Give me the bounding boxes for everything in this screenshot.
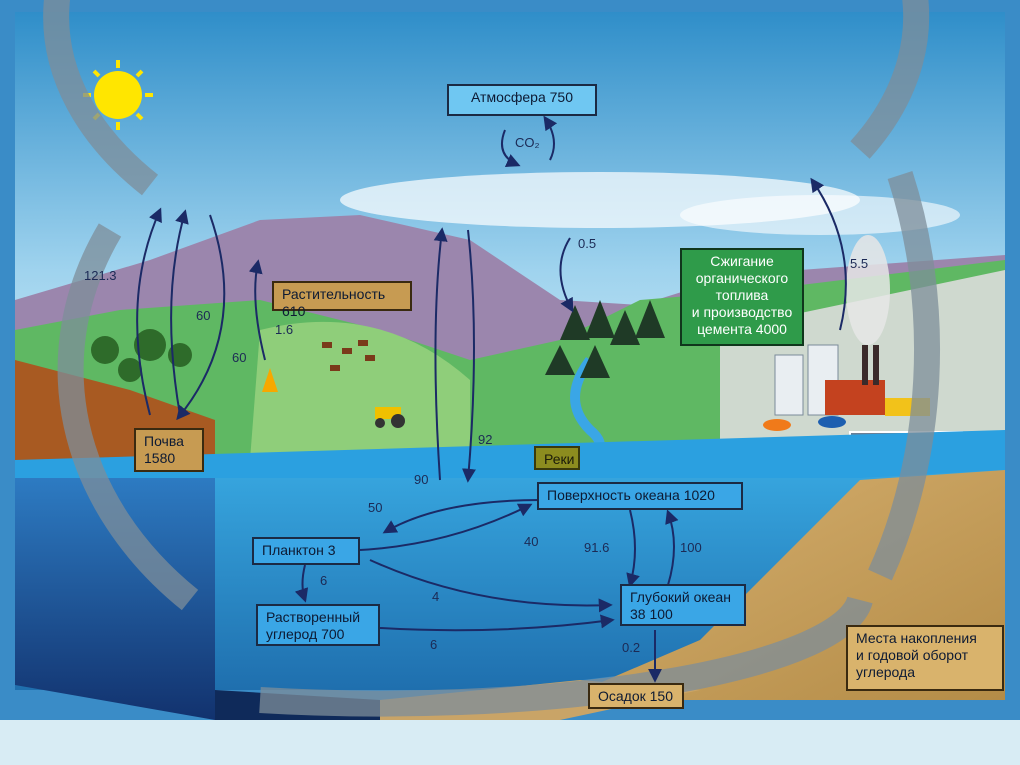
- arrow-plankton-dissolved: [294, 564, 309, 603]
- arrow-co2-left: [501, 129, 521, 167]
- flow-label: 6: [320, 573, 328, 588]
- flow-label: 90: [414, 472, 429, 487]
- deep-ocean-box: Глубокий океан 38 100: [620, 584, 746, 626]
- arrow-co2-right: [543, 115, 558, 161]
- flow-label: 0.5: [578, 236, 597, 251]
- flow-arrows: [136, 115, 847, 683]
- arrow-plant-respiration: [170, 209, 189, 416]
- arrow-ocean-uptake: [433, 227, 448, 481]
- ocean-block-side: [15, 478, 215, 720]
- arrow-deep-surface: [665, 509, 679, 586]
- ocean-surface-box: Поверхность океана 1020: [537, 482, 743, 510]
- flow-label: 60: [196, 308, 211, 323]
- factory-icon: [763, 235, 930, 431]
- flow-label: 0.2: [622, 640, 641, 655]
- arrow-plankton-deep: [369, 559, 613, 613]
- flow-label: 100: [680, 540, 702, 555]
- soil-box: Почва 1580: [134, 428, 204, 472]
- dissolved-carbon-box: Растворенный углерод 700: [256, 604, 380, 646]
- flow-label: 50: [368, 500, 383, 515]
- arrow-fossil: [810, 177, 847, 331]
- co2-label: CO₂: [515, 135, 540, 150]
- arrow-land-use: [248, 259, 266, 361]
- arrow-respiration: [136, 207, 162, 416]
- flow-label: 40: [524, 534, 539, 549]
- arrow-rivers: [559, 237, 574, 313]
- circulation-arrow-right: [868, 170, 941, 581]
- atmosphere-box: Атмосфера 750: [447, 84, 597, 116]
- sediment-box: Осадок 150: [588, 683, 684, 709]
- fossil-fuel-box: Сжигание органического топлива и произво…: [680, 248, 804, 346]
- legend-box: Места накопления и годовой оборот углеро…: [846, 625, 1004, 691]
- flow-label: 60: [232, 350, 247, 365]
- flow-label: 1.6: [275, 322, 294, 337]
- flow-label: 121.3: [84, 268, 117, 283]
- bottom-margin: [0, 720, 1020, 765]
- flow-label: 5.5: [850, 256, 869, 271]
- fire-icon: [262, 368, 278, 392]
- plankton-box: Планктон 3: [252, 537, 360, 565]
- ocean-surface: [15, 430, 1005, 490]
- cattle-icon: [322, 340, 375, 371]
- arrow-plankton-surface: [359, 503, 533, 551]
- flow-label: 92: [478, 432, 493, 447]
- cloud: [680, 195, 960, 235]
- vegetation-box: Растительность 610: [272, 281, 412, 319]
- arrow-ocean-release: [461, 229, 476, 483]
- arrow-dissolved-deep: [379, 614, 615, 632]
- forest-icon: [545, 300, 665, 378]
- flow-label: 4: [432, 589, 440, 604]
- rivers-box: Реки: [534, 446, 580, 470]
- circulation-arrow-bottom: [259, 595, 873, 717]
- circulation-arrow-left: [57, 223, 199, 611]
- arrow-plankton-uptake: [382, 499, 541, 534]
- field: [250, 321, 470, 460]
- arrow-photosynthesis: [176, 214, 226, 421]
- circulation-arrow-top: [43, 0, 930, 196]
- flow-label: 91.6: [584, 540, 610, 555]
- flow-label: 6: [430, 637, 438, 652]
- trees-icon: [91, 329, 192, 382]
- arrow-surface-deep: [626, 509, 640, 588]
- tractor-icon: [375, 407, 405, 428]
